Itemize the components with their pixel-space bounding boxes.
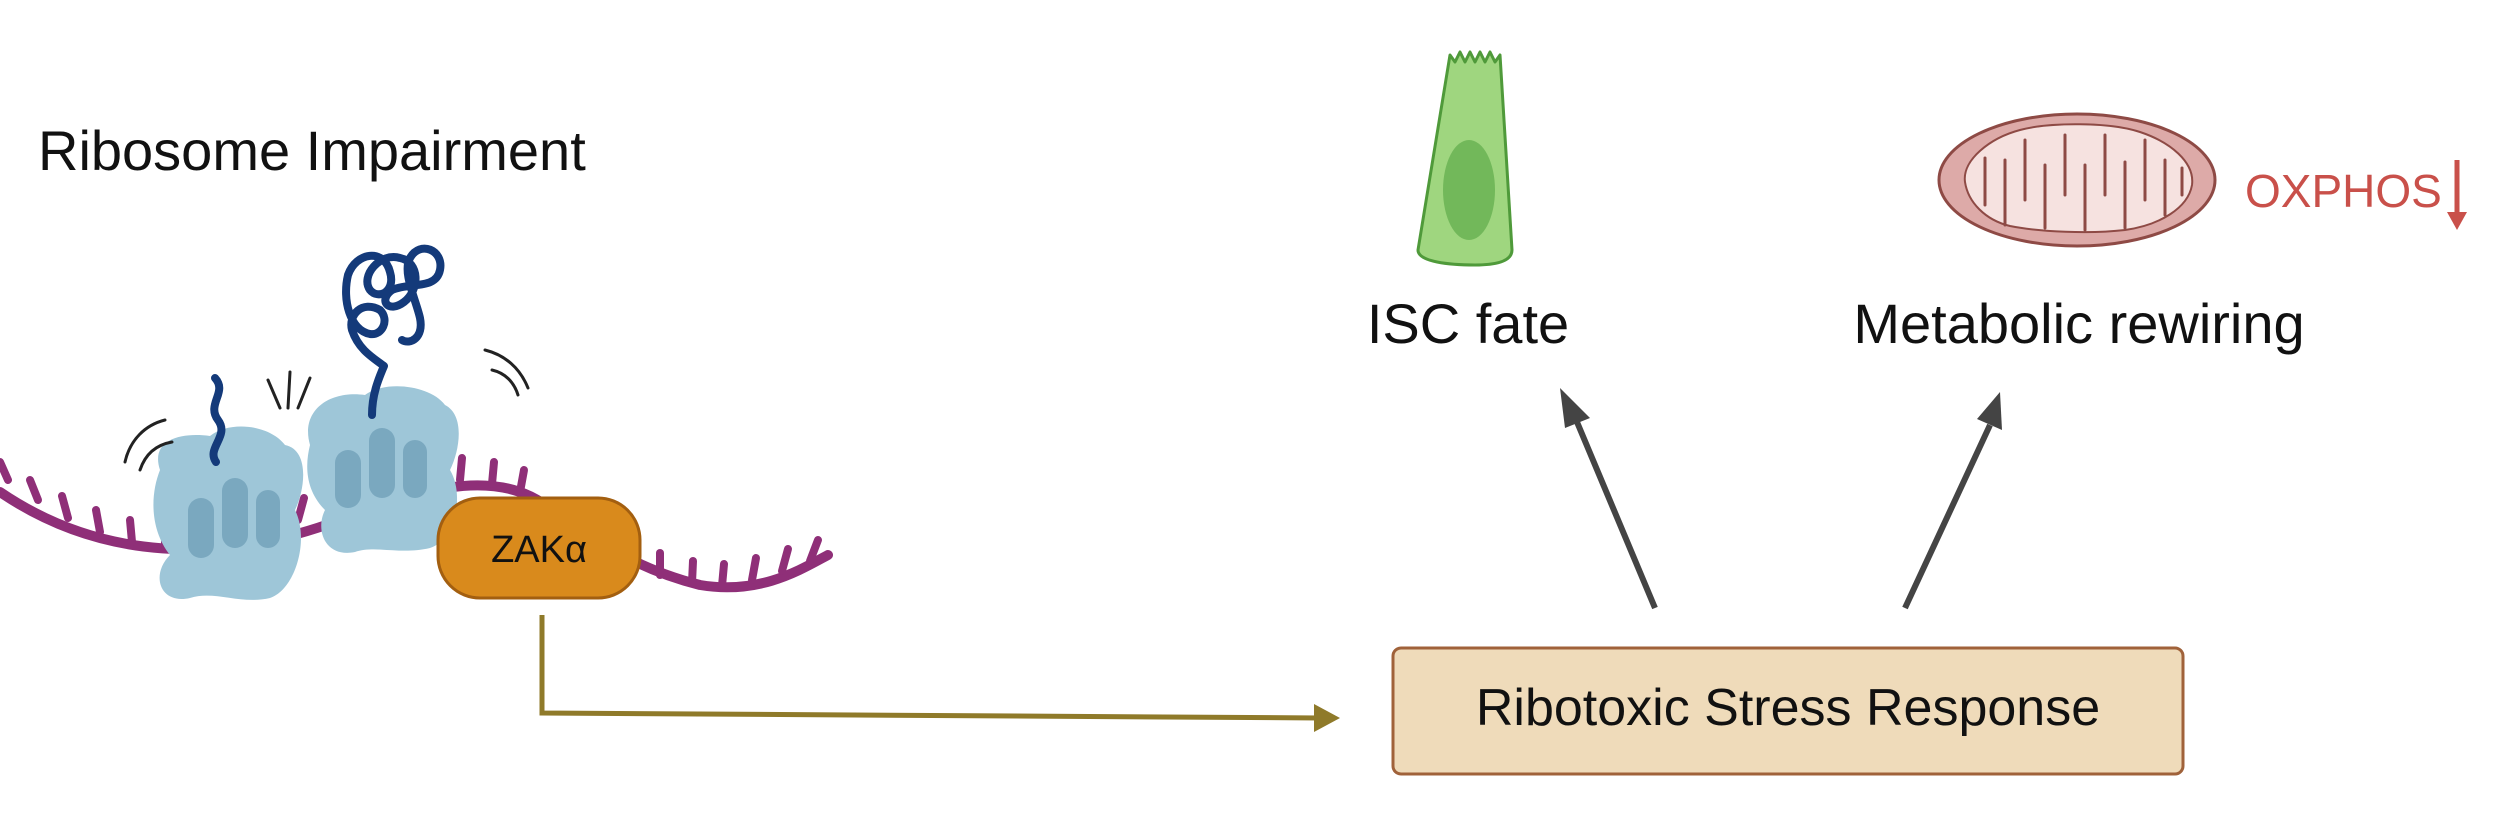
- response-box: Ribotoxic Stress Response: [1393, 648, 2183, 774]
- ribosome-icon: [307, 386, 459, 553]
- zak-label: ZAKα: [491, 529, 587, 571]
- metabolic-rewiring-label: Metabolic rewiring: [1853, 292, 2304, 355]
- outcome-arrows: [1560, 388, 2002, 608]
- down-arrow-icon: [2447, 160, 2467, 230]
- zak-kinase: ZAKα: [438, 498, 640, 598]
- ribosome-icon: [153, 426, 303, 599]
- mitochondrion-icon: [1939, 114, 2215, 246]
- stem-cell-icon: [1418, 52, 1512, 265]
- oxphos-label: OXPHOS: [2245, 165, 2442, 217]
- isc-fate-label: ISC fate: [1367, 292, 1569, 355]
- ribosome-impairment-title: Ribosome Impairment: [38, 119, 586, 182]
- activation-connector: [542, 615, 1340, 732]
- response-label: Ribotoxic Stress Response: [1476, 679, 2100, 737]
